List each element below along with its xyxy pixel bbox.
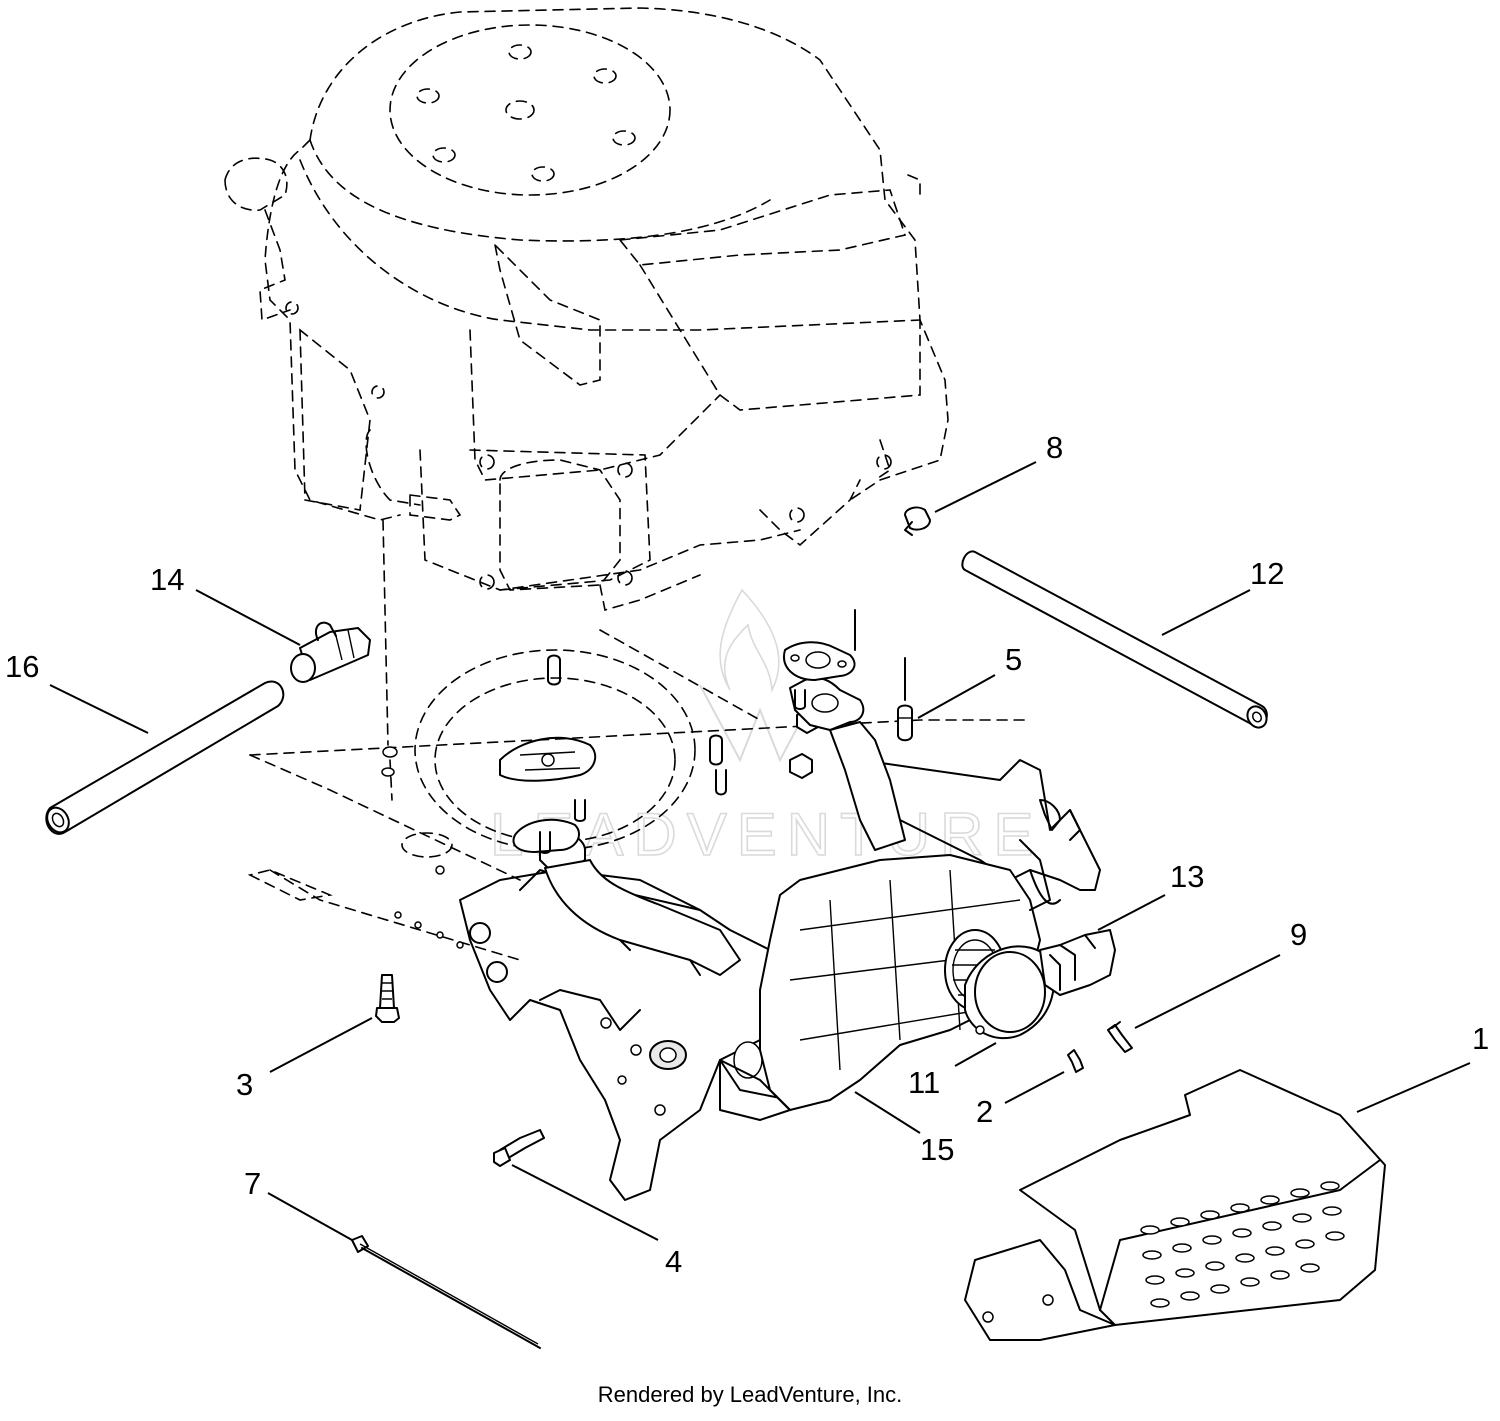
leader-8 (934, 461, 1037, 513)
leader-lines (49, 461, 1471, 1241)
callout-15: 15 (920, 1132, 954, 1167)
muffler-bracket (1039, 929, 1116, 996)
leader-3 (269, 1017, 373, 1073)
leader-9 (1134, 954, 1281, 1029)
cable-tie-7 (351, 1235, 541, 1349)
engine-outline (224, 7, 949, 746)
fitting-14 (290, 621, 371, 683)
hose-16 (45, 680, 285, 835)
callout-9: 9 (1290, 917, 1307, 952)
hose-12 (961, 550, 1268, 729)
callout-12: 12 (1250, 556, 1284, 591)
leader-1 (1356, 1062, 1471, 1113)
callout-5: 5 (1005, 642, 1022, 677)
leader-7 (267, 1192, 353, 1241)
callout-8: 8 (1046, 430, 1063, 465)
guard-slots (1140, 1181, 1345, 1308)
leader-5 (917, 674, 996, 719)
callout-14: 14 (150, 562, 184, 597)
leader-4 (511, 1164, 659, 1241)
muffler-guard (964, 1069, 1386, 1341)
callout-4: 4 (665, 1244, 682, 1279)
leader-15 (854, 1091, 921, 1134)
bolt-3 (375, 974, 400, 1023)
render-credit: Rendered by LeadVenture, Inc. (597, 1382, 903, 1407)
leader-2 (1004, 1071, 1065, 1104)
bolt-4 (493, 1129, 545, 1167)
leader-12 (1161, 589, 1251, 636)
clamp-8 (904, 506, 931, 536)
exhaust-manifold (512, 609, 906, 976)
leader-13 (1097, 894, 1166, 931)
callout-1: 1 (1472, 1021, 1489, 1056)
callout-13: 13 (1170, 859, 1204, 894)
leader-14 (195, 589, 301, 646)
pin-9 (1107, 1021, 1133, 1053)
callout-11: 11 (908, 1065, 940, 1100)
screw-2 (1067, 1049, 1084, 1073)
bolt-5 (897, 704, 913, 742)
leader-11 (954, 1042, 997, 1067)
callout-3: 3 (236, 1067, 253, 1102)
callout-7: 7 (244, 1166, 261, 1201)
spark-arrestor (944, 929, 1055, 1040)
callout-16: 16 (5, 649, 39, 684)
callout-2: 2 (976, 1094, 993, 1129)
callout-labels: 1 2 3 4 5 7 8 9 11 12 13 14 15 16 (5, 430, 1489, 1279)
leader-16 (49, 684, 149, 734)
